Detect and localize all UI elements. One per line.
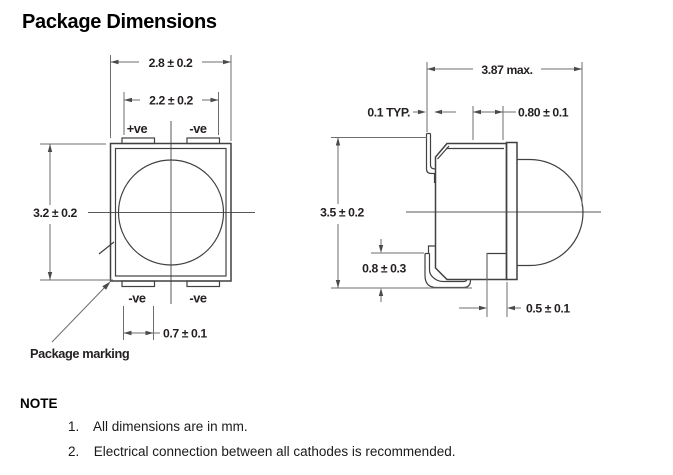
pad-bottom-right-label: -ve xyxy=(189,291,207,306)
pad-top-left-label: +ve xyxy=(127,121,148,136)
top-view: 2.8 ± 0.2 2.2 ± 0.2 +ve -ve -ve -ve 3.2 … xyxy=(30,55,255,361)
note-item: 1. All dimensions are in mm. xyxy=(68,419,628,434)
package-marking-label: Package marking xyxy=(30,346,129,361)
note-item: 2. Electrical connection between all cat… xyxy=(68,444,628,459)
pad-top-right-label: -ve xyxy=(189,121,207,136)
dim-standoff-label: 0.8 ± 0.3 xyxy=(362,262,406,276)
dim-side-height-label: 3.5 ± 0.2 xyxy=(320,206,364,220)
dim-pad-length-label: 0.80 ± 0.1 xyxy=(518,106,569,120)
pad-bottom-left-label: -ve xyxy=(128,291,146,306)
dim-pad-width-label: 0.7 ± 0.1 xyxy=(163,327,207,341)
note-item-number: 1. xyxy=(68,419,80,434)
dim-height-label: 3.2 ± 0.2 xyxy=(33,206,77,220)
dim-inner-width-label: 2.2 ± 0.2 xyxy=(149,94,193,108)
dim-lens-offset-label: 0.5 ± 0.1 xyxy=(526,302,570,316)
dim-total-width-label: 3.87 max. xyxy=(481,63,532,77)
side-view: 3.87 max. 0.1 TYP. 0.80 ± 0.1 3.5 ± 0.2 xyxy=(320,62,601,317)
dim-outer-width-label: 2.8 ± 0.2 xyxy=(149,56,193,70)
note-heading: NOTE xyxy=(20,396,58,411)
note-item-number: 2. xyxy=(68,444,80,459)
note-item-text: Electrical connection between all cathod… xyxy=(93,444,456,459)
dim-lead-thickness-label: 0.1 TYP. xyxy=(367,106,410,120)
page-title: Package Dimensions xyxy=(22,11,217,33)
note-item-text: All dimensions are in mm. xyxy=(93,419,248,434)
